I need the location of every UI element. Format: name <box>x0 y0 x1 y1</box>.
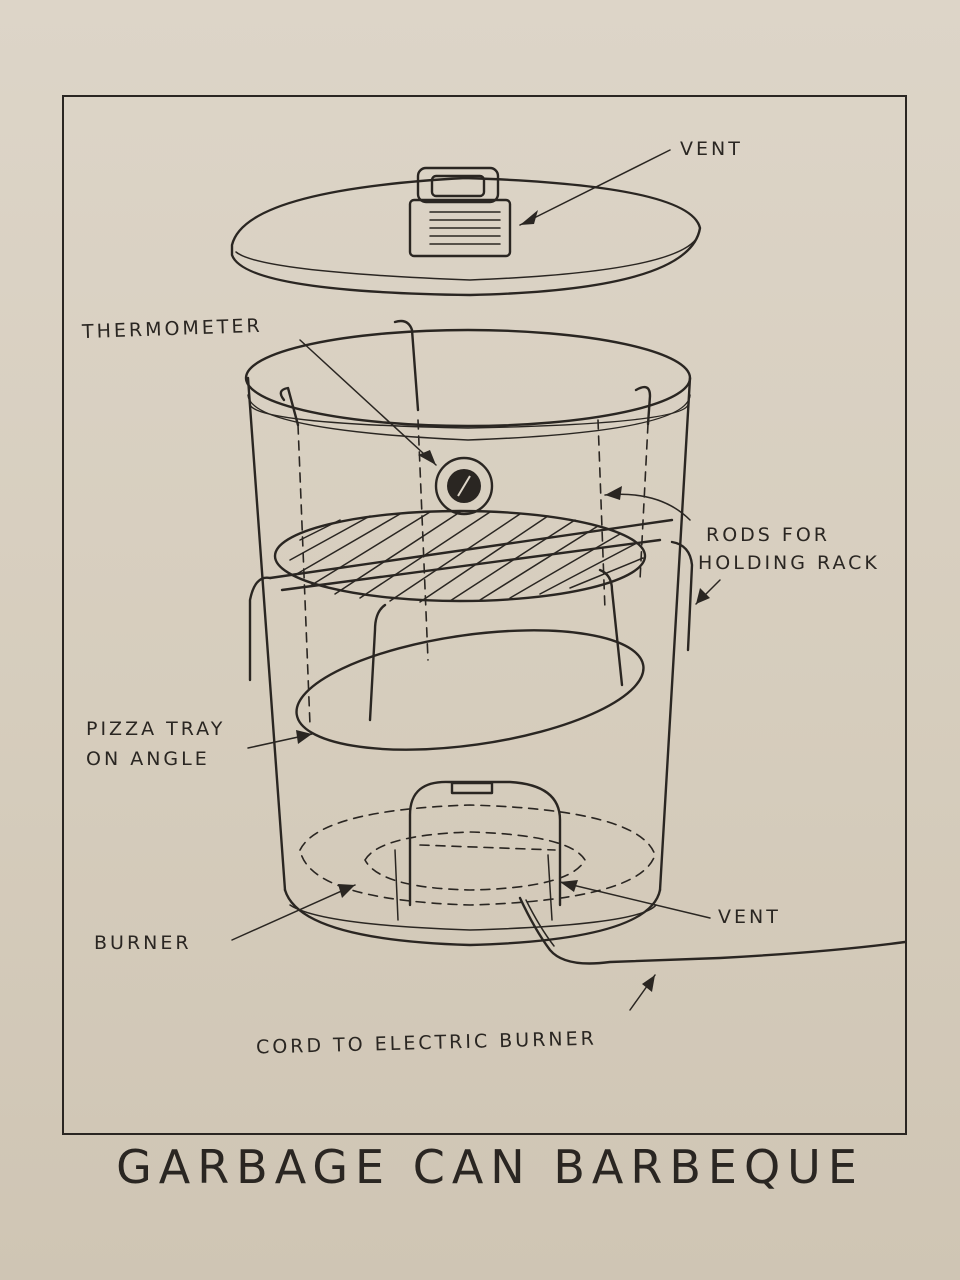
label-burner: BURNER <box>94 932 192 954</box>
grill-rack <box>268 509 674 603</box>
caption-title: GARBAGE CAN BARBEQUE <box>116 1140 864 1194</box>
lid-vent <box>408 166 512 258</box>
illustration-frame <box>62 95 907 1135</box>
can-lid <box>230 176 702 297</box>
rack-rods <box>248 319 694 726</box>
label-pizza-line2: ON ANGLE <box>86 748 210 770</box>
label-rods-line1: RODS FOR <box>706 524 830 546</box>
power-cord <box>518 896 907 965</box>
pizza-tray <box>295 629 645 751</box>
leader-arrows <box>231 149 721 1011</box>
can-body <box>244 328 692 947</box>
label-rods-line2: HOLDING RACK <box>698 552 880 574</box>
label-pizza-line1: PIZZA TRAY <box>86 718 226 740</box>
electric-burner <box>394 780 562 921</box>
thermometer-gauge <box>434 456 494 516</box>
label-vent-bottom: VENT <box>718 906 781 928</box>
label-vent-top: VENT <box>680 138 743 160</box>
